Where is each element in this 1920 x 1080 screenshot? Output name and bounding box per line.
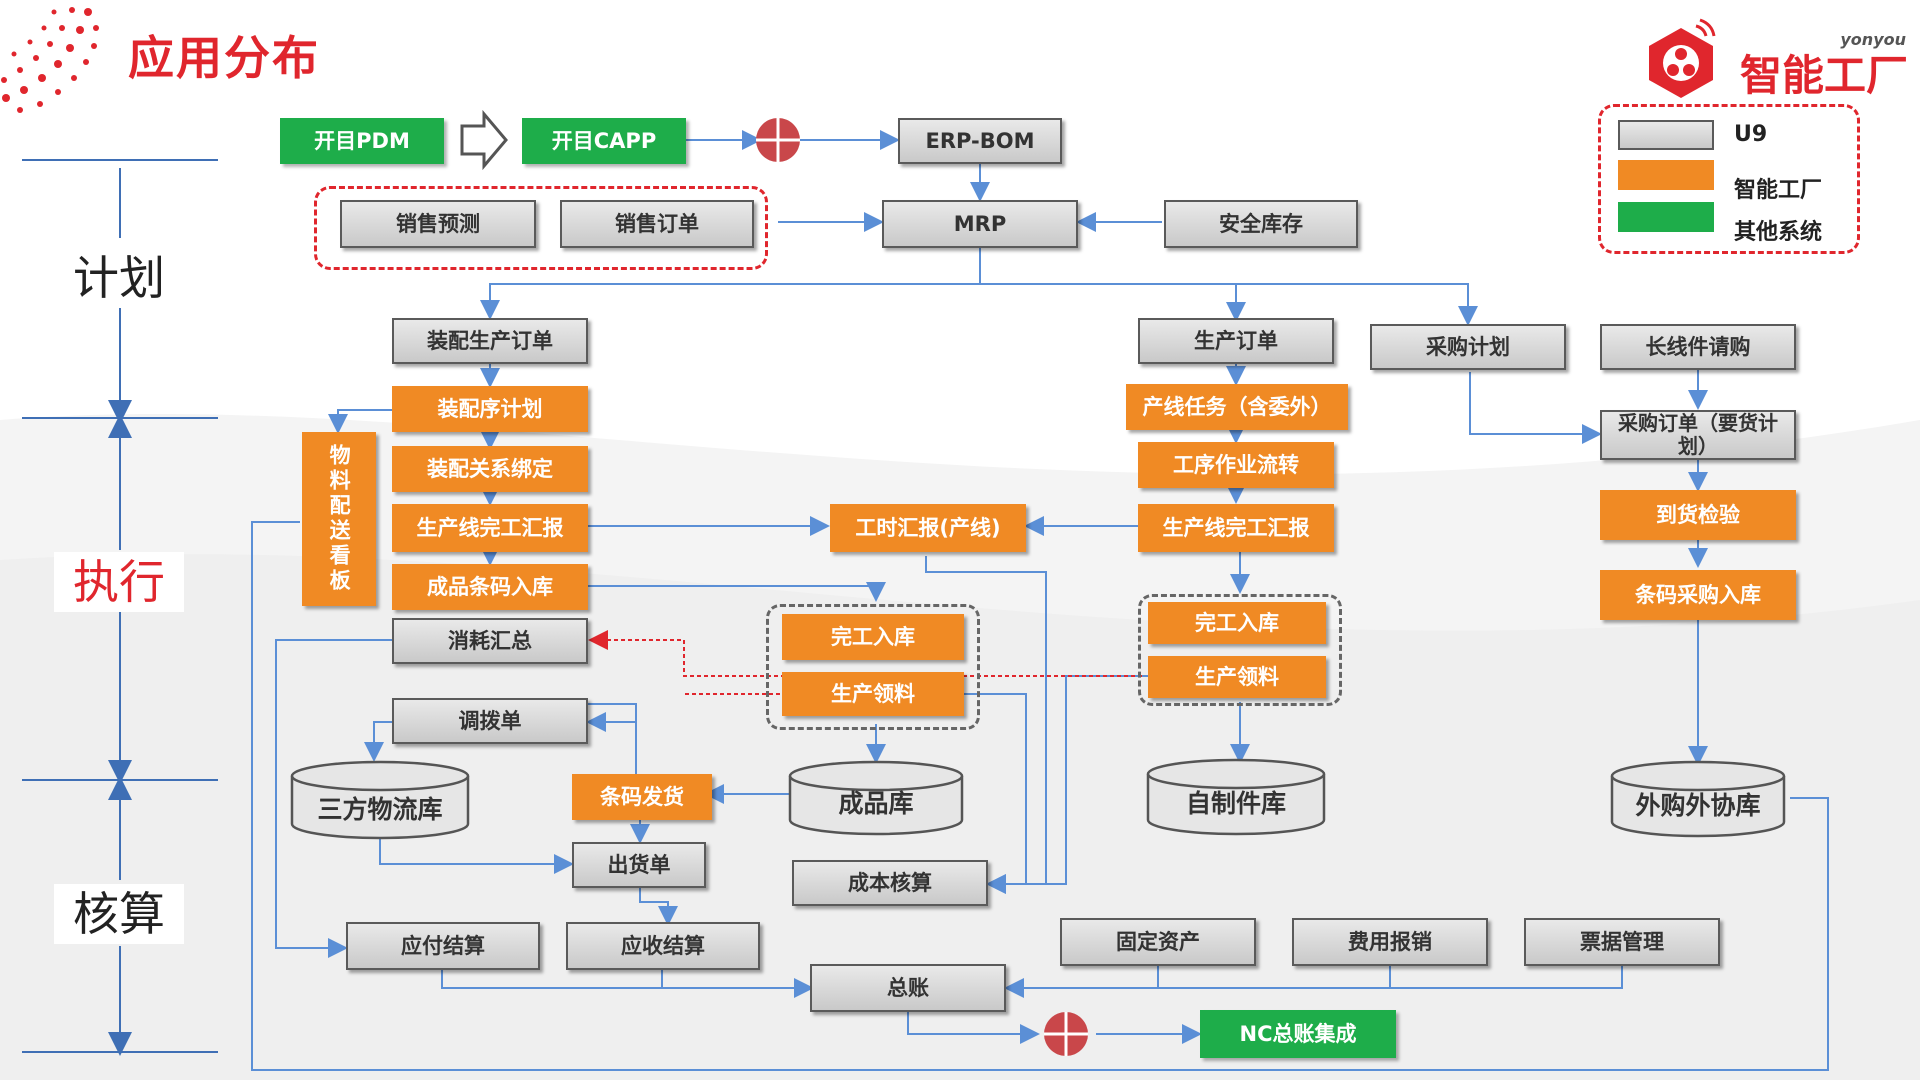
legend-u9-label: U9	[1734, 122, 1768, 147]
legend-smart-swatch	[1618, 160, 1714, 190]
page-title: 应用分布	[128, 31, 320, 85]
line-report-left-box[interactable]: 生产线完工汇报	[392, 504, 588, 552]
logo-icon	[1649, 18, 1716, 98]
assembly-plan-box[interactable]: 装配序计划	[392, 386, 588, 432]
process-flow-box[interactable]: 工序作业流转	[1138, 442, 1334, 488]
finish-group-left	[766, 604, 980, 730]
fg-barcode-in-box[interactable]: 成品条码入库	[392, 564, 588, 610]
safety-stock-box[interactable]: 安全库存	[1164, 200, 1358, 248]
finish-in-left-box[interactable]: 完工入库	[782, 614, 964, 660]
sales-forecast-box[interactable]: 销售预测	[340, 200, 536, 248]
legend-other-label: 其他系统	[1734, 220, 1823, 245]
expense-box[interactable]: 费用报销	[1292, 918, 1488, 966]
payable-box[interactable]: 应付结算	[346, 922, 540, 970]
consume-summary-box[interactable]: 消耗汇总	[392, 618, 588, 664]
legend-frame	[1598, 104, 1860, 254]
nc-ledger-box[interactable]: NC总账集成	[1200, 1010, 1396, 1058]
arrival-check-box[interactable]: 到货检验	[1600, 490, 1796, 540]
line-task-box[interactable]: 产线任务（含委外）	[1126, 384, 1348, 430]
barcode-purchase-in-box[interactable]: 条码采购入库	[1600, 570, 1796, 620]
fixed-assets-box[interactable]: 固定资产	[1060, 918, 1256, 966]
transfer-box[interactable]: 调拨单	[392, 698, 588, 744]
stage-account: 核算	[54, 884, 184, 944]
sales-order-box[interactable]: 销售订单	[560, 200, 754, 248]
assembly-bind-box[interactable]: 装配关系绑定	[392, 446, 588, 492]
legend-smart-label: 智能工厂	[1734, 178, 1823, 203]
barcode-ship-box[interactable]: 条码发货	[572, 774, 712, 820]
assembly-order-box[interactable]: 装配生产订单	[392, 318, 588, 364]
stage-execute: 执行	[54, 552, 184, 612]
store-fg[interactable]: 成品库	[838, 789, 914, 818]
finish-in-right-box[interactable]: 完工入库	[1148, 602, 1326, 644]
long-lead-box[interactable]: 长线件请购	[1600, 324, 1796, 370]
logo-brand: yonyou	[1840, 30, 1906, 49]
store-third-party[interactable]: 三方物流库	[317, 795, 443, 824]
store-self-made[interactable]: 自制件库	[1185, 789, 1286, 818]
mrp-box[interactable]: MRP	[882, 200, 1078, 248]
legend-u9-swatch	[1618, 120, 1714, 150]
logo-name: 智能工厂	[1739, 51, 1908, 100]
purchase-plan-box[interactable]: 采购计划	[1370, 324, 1566, 370]
pdm-box[interactable]: 开目PDM	[280, 118, 444, 164]
store-outsource[interactable]: 外购外协库	[1635, 791, 1761, 820]
picking-right-box[interactable]: 生产领料	[1148, 656, 1326, 698]
stage-plan: 计划	[54, 248, 184, 308]
ledger-box[interactable]: 总账	[810, 964, 1006, 1012]
labor-report-box[interactable]: 工时汇报(产线)	[830, 504, 1026, 552]
sales-group-frame	[314, 186, 768, 270]
cost-account-box[interactable]: 成本核算	[792, 860, 988, 906]
shipment-box[interactable]: 出货单	[572, 842, 706, 888]
finish-group-right	[1138, 594, 1342, 706]
production-order-box[interactable]: 生产订单	[1138, 318, 1334, 364]
legend-other-swatch	[1618, 202, 1714, 232]
picking-left-box[interactable]: 生产领料	[782, 672, 964, 716]
receivable-box[interactable]: 应收结算	[566, 922, 760, 970]
bill-mgmt-box[interactable]: 票据管理	[1524, 918, 1720, 966]
capp-box[interactable]: 开目CAPP	[522, 118, 686, 164]
erp-bom-box[interactable]: ERP-BOM	[898, 118, 1062, 164]
purchase-order-box[interactable]: 采购订单（要货计划）	[1600, 410, 1796, 460]
line-report-right-box[interactable]: 生产线完工汇报	[1138, 504, 1334, 552]
material-board-box[interactable]: 物料配送看板	[302, 432, 376, 606]
